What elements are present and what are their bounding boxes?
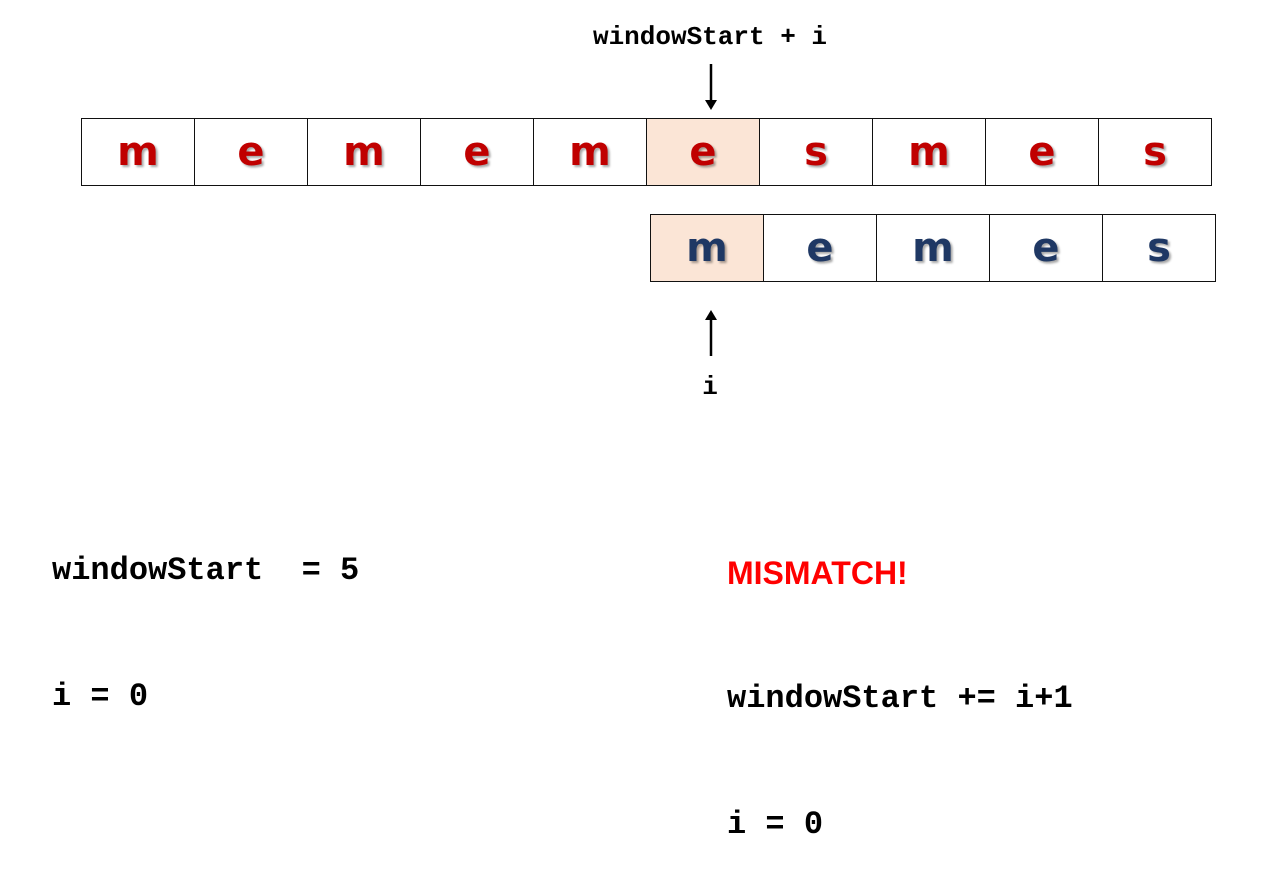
text-cell: m xyxy=(534,119,647,185)
mismatch-status: MISMATCH! xyxy=(727,555,908,591)
bottom-pointer-label: i xyxy=(702,372,718,402)
text-cell-highlighted: e xyxy=(647,119,760,185)
pattern-cell-highlighted: m xyxy=(651,215,764,281)
pattern-cell: s xyxy=(1103,215,1216,281)
pattern-cell: e xyxy=(990,215,1103,281)
pattern-cell: e xyxy=(764,215,877,281)
left-state: windowStart = 5 i = 0 xyxy=(52,466,359,760)
down-arrow-icon xyxy=(705,64,717,110)
text-cell: s xyxy=(760,119,873,185)
pattern-cell: m xyxy=(877,215,990,281)
top-pointer-label: windowStart + i xyxy=(592,22,828,52)
i-value: i = 0 xyxy=(52,678,149,715)
text-cell: m xyxy=(873,119,986,185)
window-start-update: windowStart += i+1 xyxy=(727,680,1073,717)
text-cell: m xyxy=(82,119,195,185)
i-reset: i = 0 xyxy=(727,806,824,843)
text-array: m e m e m e s m e s xyxy=(81,118,1212,186)
text-cell: e xyxy=(986,119,1099,185)
text-cell: s xyxy=(1099,119,1212,185)
window-start-value: windowStart = 5 xyxy=(52,552,360,589)
pattern-array: m e m e s xyxy=(650,214,1216,282)
right-state: MISMATCH! windowStart += i+1 i = 0 xyxy=(727,468,1073,888)
up-arrow-icon xyxy=(705,310,717,356)
text-cell: e xyxy=(421,119,534,185)
text-cell: e xyxy=(195,119,308,185)
text-cell: m xyxy=(308,119,421,185)
